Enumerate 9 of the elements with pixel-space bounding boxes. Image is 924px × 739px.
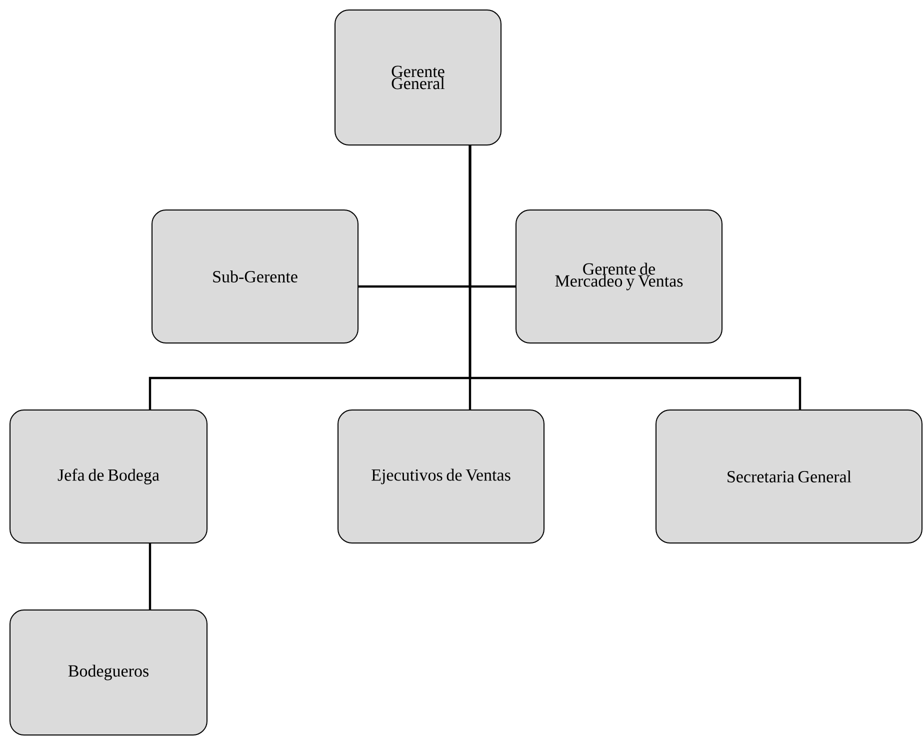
connector-line: [468, 145, 802, 410]
org-box: Bodegueros: [10, 610, 208, 736]
org-box: Gerente General: [334, 10, 502, 146]
connector-line: [148, 543, 152, 610]
org-box: Jefa de Bodega: [10, 410, 208, 544]
org-box: Gerente de Mercadeo y Ventas: [516, 210, 722, 344]
org-box: Ejecutivos de Ventas: [338, 410, 544, 544]
org-box: Sub-Gerente: [152, 210, 358, 344]
org-box: Secretaria General: [656, 410, 922, 544]
